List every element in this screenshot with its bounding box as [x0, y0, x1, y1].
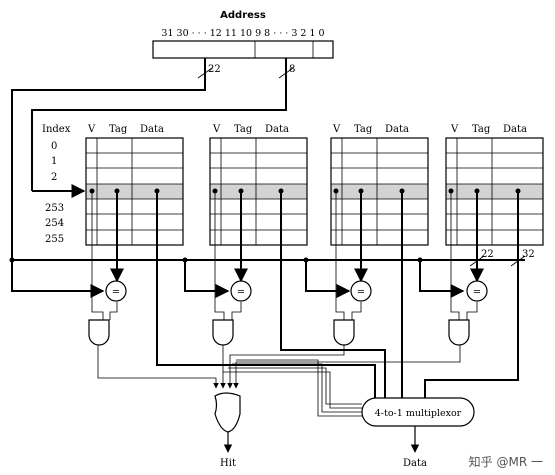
- address-index-width-label: 8: [289, 64, 295, 75]
- way-3-headers: V Tag Data: [450, 124, 527, 135]
- index-row-2: 2: [51, 172, 57, 183]
- svg-text:Data: Data: [385, 124, 409, 135]
- address-tag-bus: [11, 58, 213, 260]
- svg-text:V: V: [450, 124, 459, 135]
- way-0-comparator: [105, 280, 127, 302]
- data-output-label: Data: [403, 458, 427, 469]
- way-1-comparator-label: =: [237, 287, 245, 298]
- way-0-headers: V Tag Data: [87, 124, 164, 135]
- svg-text:Tag: Tag: [109, 124, 128, 135]
- svg-text:Data: Data: [265, 124, 289, 135]
- address-bit-numbers: 31 30 · · · 12 11 10 9 8 · · · 3 2 1 0: [161, 28, 324, 39]
- four-to-one-multiplexor: [361, 397, 475, 427]
- index-row-254: 254: [45, 218, 64, 229]
- way-3-wiring: [233, 188, 526, 398]
- way-2-comparator-label: =: [357, 287, 365, 298]
- tag-bus-width-label: 22: [481, 249, 494, 260]
- address-title: Address: [220, 10, 266, 21]
- way-3-comparator: [466, 280, 488, 302]
- svg-text:V: V: [332, 124, 341, 135]
- way-0-comparator-label: =: [112, 287, 120, 298]
- index-row-1: 1: [51, 156, 57, 167]
- way-1-wiring: [212, 188, 386, 398]
- svg-text:Tag: Tag: [234, 124, 253, 135]
- index-header: Index: [42, 124, 71, 135]
- address-index-bus: [31, 58, 294, 198]
- svg-text:Data: Data: [140, 124, 164, 135]
- way-3-comparator-label: =: [473, 287, 481, 298]
- way-2-table: [330, 137, 429, 246]
- svg-text:Data: Data: [503, 124, 527, 135]
- mux-select-lines: [223, 359, 362, 417]
- watermark-text: 知乎 @MR 一: [469, 455, 543, 469]
- way-0-wiring: [89, 188, 376, 398]
- way-2-headers: V Tag Data: [332, 124, 409, 135]
- address-tag-width-label: 22: [208, 64, 221, 75]
- svg-text:V: V: [212, 124, 221, 135]
- svg-text:V: V: [87, 124, 96, 135]
- way-2-wiring: [227, 188, 405, 398]
- index-row-0: 0: [51, 141, 57, 152]
- way-0-and-gate: [88, 319, 110, 346]
- index-row-253: 253: [45, 203, 64, 214]
- hit-output-label: Hit: [220, 458, 236, 469]
- way-1-and-gate: [212, 319, 234, 346]
- way-3-table: [445, 137, 544, 246]
- multiplexor-label: 4-to-1 multiplexor: [375, 408, 462, 419]
- way-1-headers: V Tag Data: [212, 124, 289, 135]
- svg-text:Tag: Tag: [472, 124, 491, 135]
- way-1-table: [209, 137, 308, 246]
- tag-bus-to-comparators: [9, 257, 525, 298]
- data-bus-width-label: 32: [522, 249, 535, 260]
- svg-text:Tag: Tag: [354, 124, 373, 135]
- index-row-255: 255: [45, 234, 64, 245]
- way-2-comparator: [350, 280, 372, 302]
- way-2-and-gate: [333, 319, 355, 346]
- way-3-and-gate: [448, 319, 470, 346]
- way-1-comparator: [230, 280, 252, 302]
- hit-or-gate: [214, 392, 241, 433]
- address-register: [152, 40, 334, 59]
- way-0-table: [85, 137, 184, 246]
